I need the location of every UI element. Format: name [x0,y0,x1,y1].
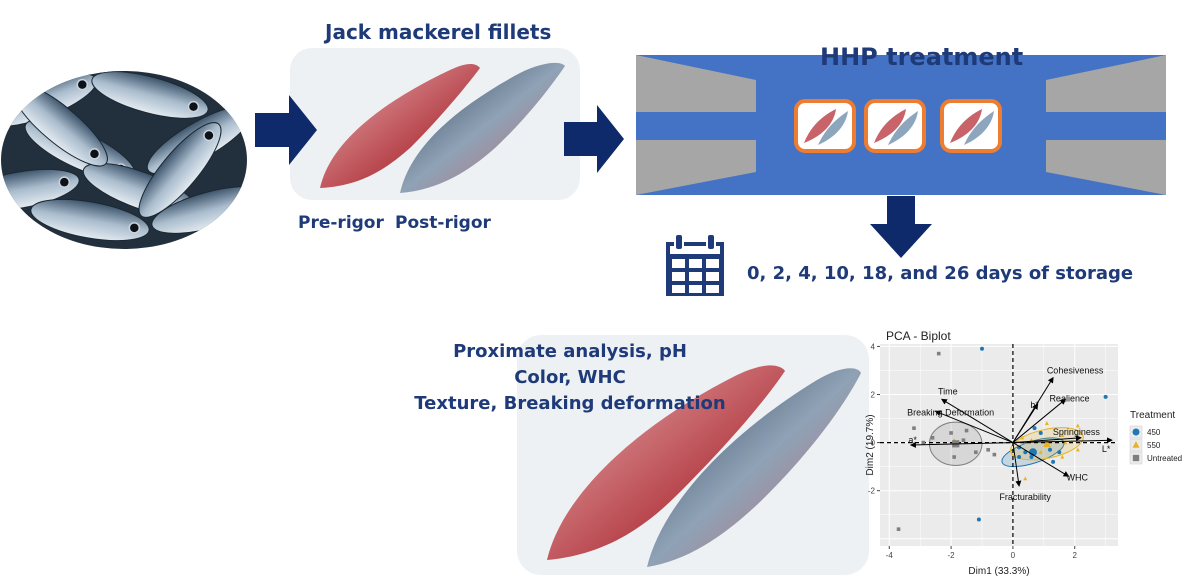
data-point [1060,433,1065,437]
loading-label: Breaking Deformation [907,407,994,417]
right-arrow-icon [564,105,624,173]
data-point [1051,459,1056,464]
data-point [964,428,969,433]
calendar-icon [666,234,724,296]
fillets-title: Jack mackerel fillets [325,20,552,44]
group-centroid [1042,439,1051,447]
data-point [1048,447,1052,452]
data-point [1075,447,1080,452]
loading-arrow [1012,403,1039,443]
data-point [1017,455,1022,460]
legend-marker [1132,454,1140,462]
loading-label: b* [1030,400,1039,410]
loading-label: Cohesiveness [1047,366,1104,376]
sample-chamber [794,99,856,153]
data-point [1032,426,1037,431]
sample-chamber [864,99,926,153]
loading-arrow [1012,442,1070,477]
data-point [1020,435,1025,440]
chart-title: PCA - Biplot [886,329,951,343]
right-arrow-icon [255,95,317,165]
x-tick-label: -4 [886,551,894,560]
y-tick-label: -2 [868,487,876,496]
group-centroid [1029,448,1037,457]
loading-label: a* [908,435,917,445]
x-tick-label: 0 [1011,551,1016,560]
data-point [992,452,997,457]
data-point [1038,430,1043,435]
jack-mackerel-photo [1,71,247,249]
legend-entry: 550 [1147,441,1161,450]
loading-arrow [1012,437,1113,444]
pre-rigor-label: Pre-rigor [298,213,384,233]
loading-label: L* [1102,444,1111,454]
data-point [952,455,956,459]
legend-entry: Untreated [1147,454,1182,463]
data-point [986,448,990,452]
y-tick-label: 4 [871,342,876,351]
data-point [1075,423,1080,428]
x-tick-label: 2 [1073,551,1078,560]
data-point [1063,440,1068,445]
loading-label: WHC [1067,472,1089,482]
loading-arrow [934,410,1014,444]
analysis-item: Color, WHC [514,367,626,388]
loading-arrow [1012,398,1067,443]
data-point [1060,454,1065,459]
data-point [936,351,941,356]
loading-arrow [909,441,1013,448]
y-tick-label: 2 [871,391,876,400]
loading-label: Springiness [1053,427,1101,437]
data-point [921,440,926,445]
data-point [1057,450,1062,455]
fillets-photo [290,48,580,200]
data-point [1038,450,1043,454]
data-point [976,517,981,522]
loading-arrow [1012,442,1022,487]
data-point [896,527,901,531]
loading-label: Realience [1049,393,1089,403]
data-point [974,450,978,455]
storage-days-text: 0, 2, 4, 10, 18, and 26 days of storage [747,263,1134,284]
loading-arrow [940,398,1014,444]
legend-marker [1132,441,1140,448]
legend-marker [1132,428,1140,436]
analysis-item: Proximate analysis, pH [453,341,687,362]
hhp-title: HHP treatment [820,43,1024,71]
data-point [980,346,984,351]
loading-label: Time [938,386,958,396]
post-rigor-label: Post-rigor [395,213,491,233]
x-tick-label: -2 [948,551,956,560]
data-point [1103,394,1108,399]
down-arrow-icon [870,196,932,258]
analyses-list: Proximate analysis, pH Color, WHC Textur… [395,339,745,417]
x-axis-label: Dim1 (33.3%) [968,566,1029,577]
data-point [912,426,916,430]
data-point [1044,421,1049,425]
loading-arrow [1012,435,1082,444]
data-point [930,435,935,440]
sample-chamber [940,99,1002,153]
data-point [961,438,966,442]
fillets-photo-large [517,335,869,575]
data-point [1023,476,1028,481]
data-point [949,431,953,435]
legend-entry: 450 [1147,428,1161,437]
y-axis-label: Dim2 (19.7%) [865,414,876,475]
loading-label: Fracturability [999,492,1051,502]
analysis-item: Texture, Breaking deformation [414,393,726,414]
legend-title: Treatment [1130,410,1175,421]
hhp-vessel-diagram [636,55,1166,195]
y-tick-label: 0 [871,439,876,448]
